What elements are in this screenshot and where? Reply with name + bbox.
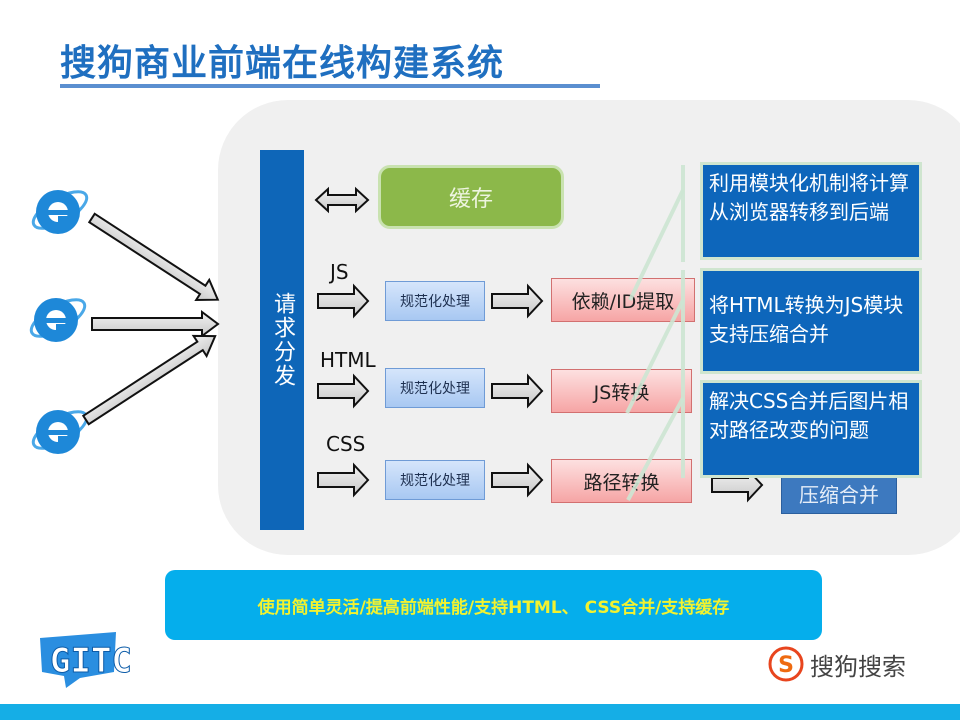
process-box-dependency-extract: 依赖/ID提取 xyxy=(551,278,695,322)
stream-label-css: CSS xyxy=(326,432,366,456)
stream-label-js: JS xyxy=(330,260,349,284)
arrow-top xyxy=(87,212,220,301)
process-box-js-convert: JS转换 xyxy=(551,369,692,413)
arrow-html-in xyxy=(317,373,370,409)
gitc-logo: GITC xyxy=(40,632,132,688)
arrow-bottom xyxy=(81,334,217,426)
sogou-logo: S 搜狗搜索 xyxy=(766,644,906,684)
request-dispatch-bar: 请求分发 xyxy=(260,150,304,530)
arrow-js-mid xyxy=(491,283,544,319)
request-dispatch-label: 请求分发 xyxy=(270,292,295,388)
svg-text:S: S xyxy=(778,653,794,678)
note-modularization: 利用模块化机制将计算从浏览器转移到后端 xyxy=(700,162,922,260)
normalize-box-html: 规范化处理 xyxy=(385,368,485,408)
normalize-box-css: 规范化处理 xyxy=(385,460,485,500)
arrow-css-mid xyxy=(491,462,544,498)
ie-browser-icon xyxy=(29,298,87,342)
stream-label-html: HTML xyxy=(320,348,376,372)
ie-browser-icon xyxy=(31,190,89,234)
summary-banner: 使用简单灵活/提高前端性能/支持HTML、 CSS合并/支持缓存 xyxy=(165,570,822,640)
cache-box: 缓存 xyxy=(378,165,564,229)
sogou-s-icon: S xyxy=(768,646,804,682)
title-underline xyxy=(60,84,600,88)
arrow-css-in xyxy=(317,462,370,498)
normalize-box-js: 规范化处理 xyxy=(385,281,485,321)
arrow-js-in xyxy=(317,283,370,319)
process-box-path-convert: 路径转换 xyxy=(551,459,692,503)
arrow-html-mid xyxy=(491,373,544,409)
arrow-middle xyxy=(91,310,220,338)
note-html-to-js: 将HTML转换为JS模块支持压缩合并 xyxy=(700,268,922,374)
note-css-path: 解决CSS合并后图片相对路径改变的问题 xyxy=(700,380,922,478)
cache-double-arrow xyxy=(314,186,370,214)
sogou-logo-text: 搜狗搜索 xyxy=(810,652,906,681)
footer-bar xyxy=(0,704,960,720)
gitc-logo-text: GITC xyxy=(50,641,132,681)
page-title: 搜狗商业前端在线构建系统 xyxy=(60,43,505,84)
summary-banner-text: 使用简单灵活/提高前端性能/支持HTML、 CSS合并/支持缓存 xyxy=(257,597,730,618)
compress-merge-box: 压缩合并 xyxy=(781,472,897,514)
